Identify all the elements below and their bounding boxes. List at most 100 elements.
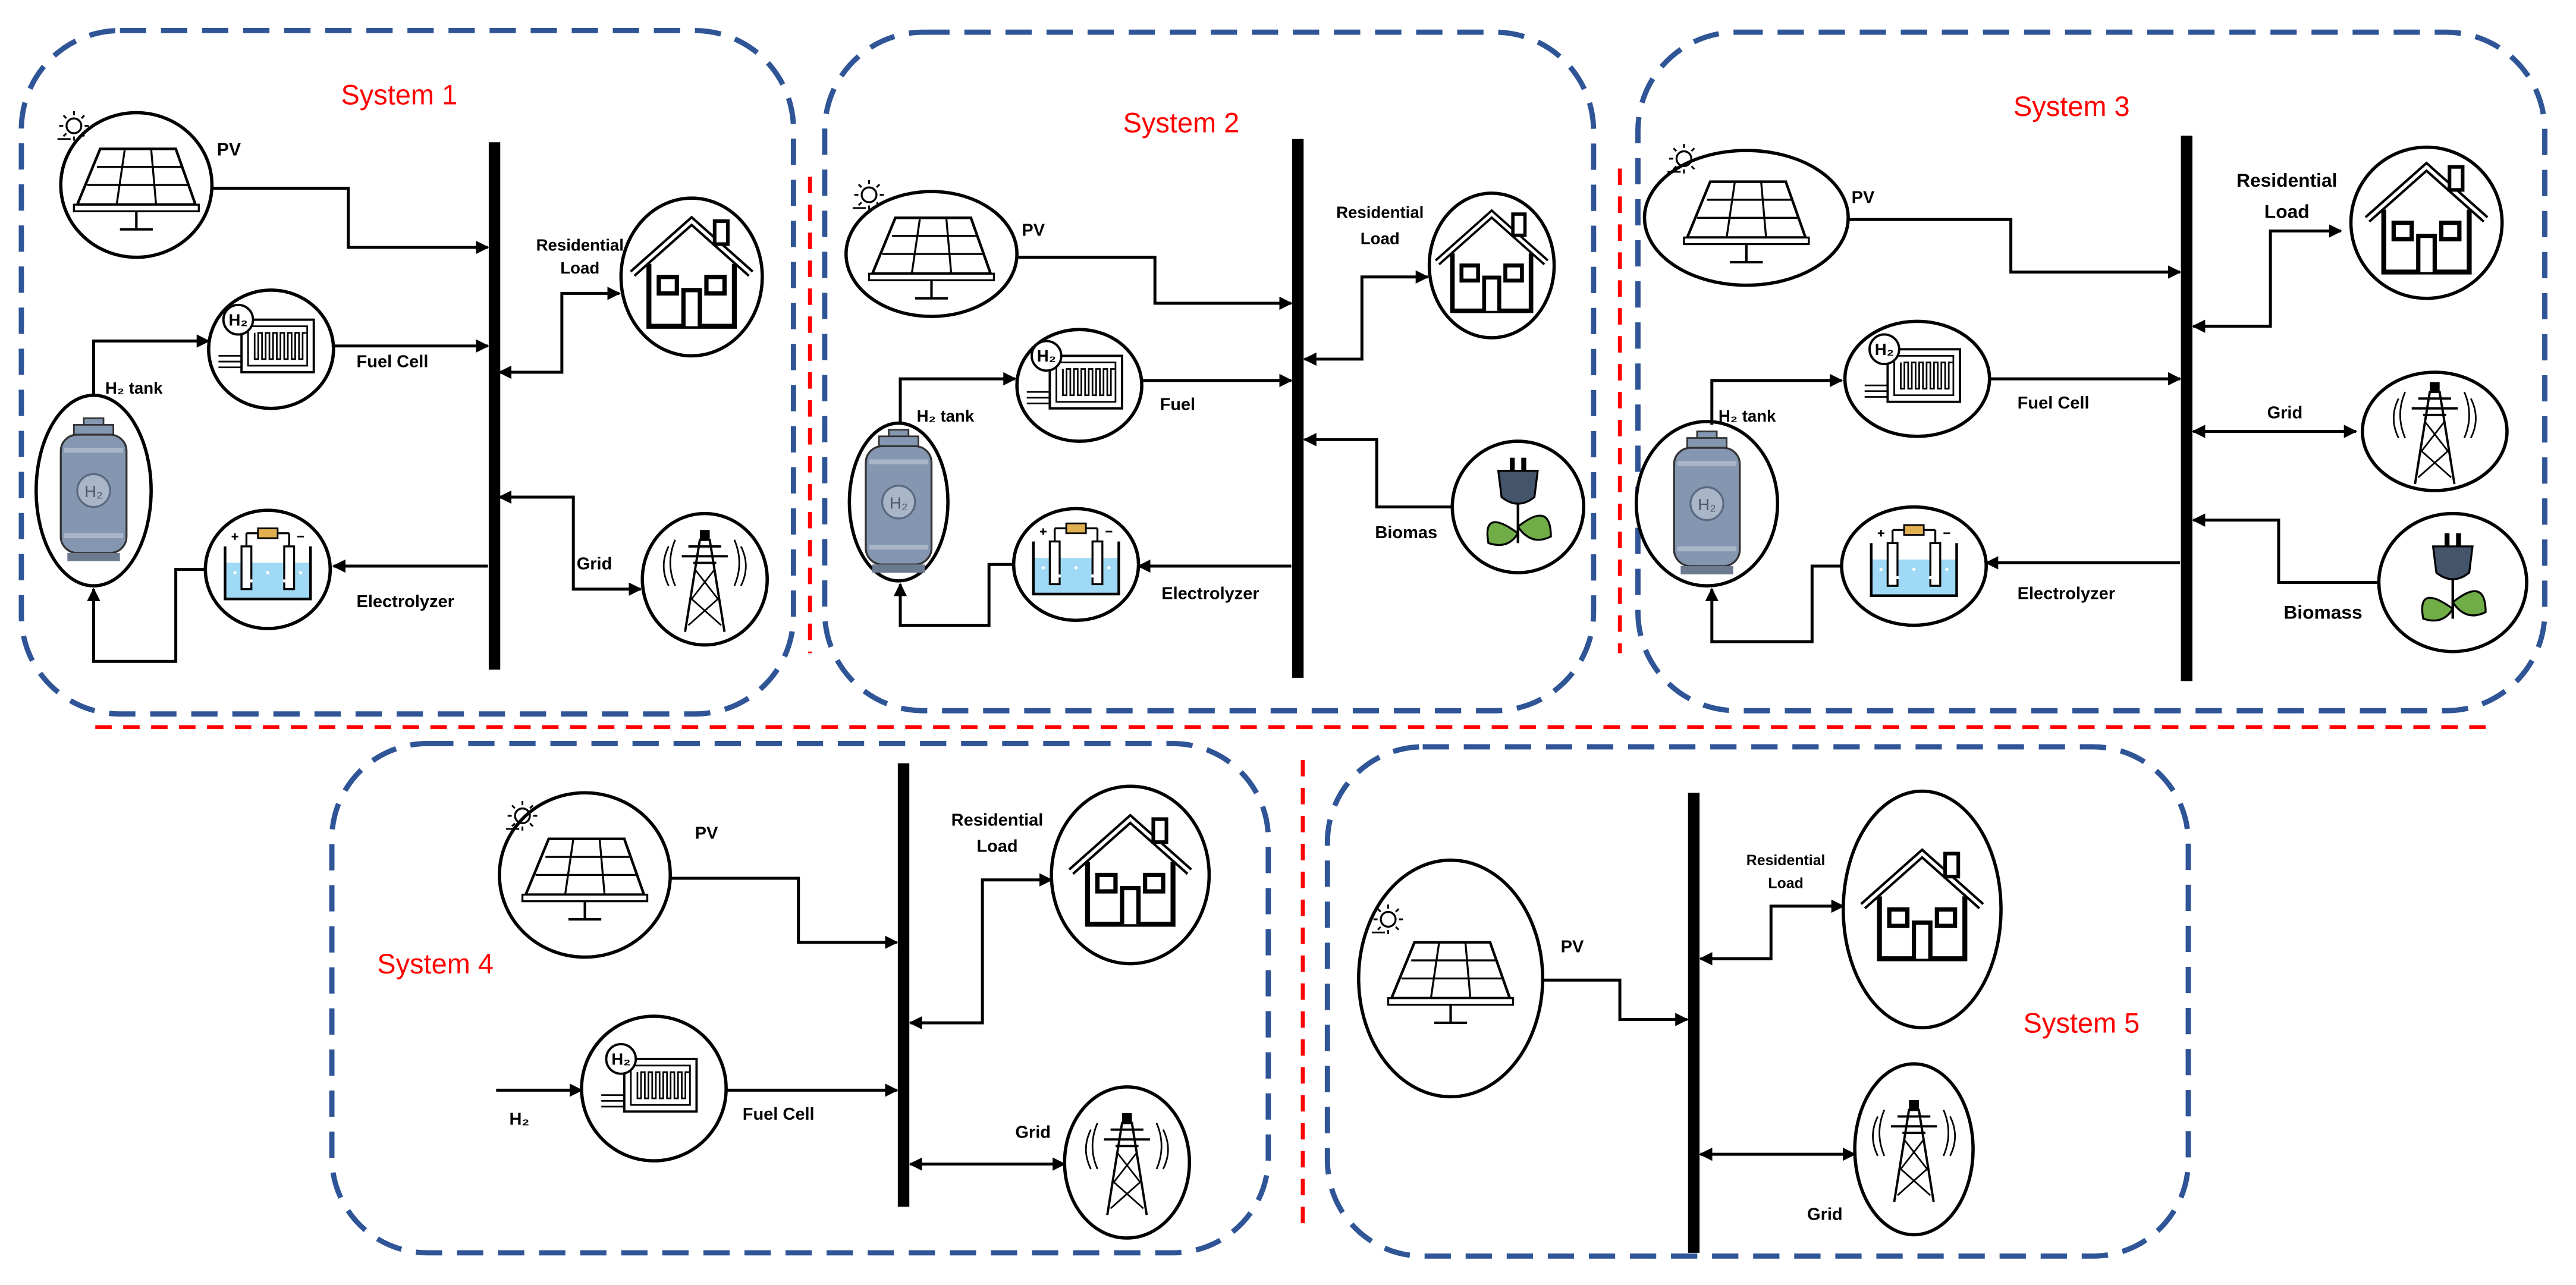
pv-label: PV bbox=[1022, 221, 1045, 240]
system-title: System 5 bbox=[2024, 1007, 2140, 1039]
h2-tank-label: H₂ tank bbox=[1719, 407, 1776, 425]
biomass-plug-icon bbox=[2421, 533, 2487, 622]
electrolyzer-label: Electrolyzer bbox=[2018, 584, 2115, 603]
bus-to-load bbox=[1303, 270, 1430, 366]
transmission-tower-icon bbox=[1872, 1099, 1956, 1202]
h2-symbol: H₂ bbox=[1037, 347, 1056, 365]
solar-panel-icon bbox=[57, 111, 200, 231]
load-node bbox=[619, 196, 764, 358]
fuel-cell-icon: H₂ bbox=[1026, 340, 1123, 410]
load-label-1: Residential bbox=[1336, 203, 1424, 221]
load-label-1: Residential bbox=[1746, 852, 1826, 869]
fuel-cell-icon: H₂ bbox=[1864, 333, 1961, 403]
pv-to-bus bbox=[1543, 978, 1689, 1026]
load-label-2: Load bbox=[1768, 875, 1803, 892]
grid-label: Grid bbox=[2267, 403, 2303, 422]
load-node bbox=[1050, 784, 1211, 966]
system-frame bbox=[822, 29, 1597, 714]
pv-to-bus bbox=[1017, 256, 1293, 310]
bus-to-load bbox=[1699, 899, 1845, 966]
electrolyzer-icon bbox=[224, 527, 312, 601]
system-title: System 4 bbox=[377, 948, 494, 979]
load-node bbox=[1427, 191, 1556, 340]
transmission-tower-icon bbox=[662, 530, 747, 632]
biomass-node bbox=[1450, 439, 1586, 574]
pv-node bbox=[57, 111, 214, 259]
pv-to-bus bbox=[1848, 218, 2182, 279]
electrolyzer-node bbox=[1840, 505, 1988, 627]
transmission-tower-icon bbox=[1085, 1113, 1169, 1215]
pv-label: PV bbox=[695, 824, 718, 843]
pv-label: PV bbox=[1561, 937, 1584, 956]
grid-label: Grid bbox=[1015, 1123, 1051, 1142]
fuel-cell-icon: H₂ bbox=[218, 303, 315, 373]
house-icon bbox=[2364, 161, 2489, 275]
load-node bbox=[2349, 145, 2504, 300]
fuel-cell-node: H₂ bbox=[580, 1014, 728, 1163]
h2-tank-node: H₂ bbox=[847, 421, 950, 583]
h2-symbol: H₂ bbox=[228, 310, 247, 329]
electrolyzer-icon bbox=[1870, 524, 1958, 597]
bus-to-load bbox=[909, 873, 1053, 1030]
biomass-node bbox=[2377, 511, 2528, 654]
pv-node bbox=[844, 180, 1019, 318]
system-title: System 3 bbox=[2013, 90, 2130, 122]
electrolyzer-node bbox=[203, 508, 332, 630]
tank-to-fuel-cell bbox=[92, 334, 211, 395]
system-title: System 1 bbox=[341, 79, 457, 111]
fuel-cell-node: H₂ bbox=[1843, 319, 1991, 438]
electrolyzer-to-tank bbox=[1705, 564, 1842, 643]
biomass-label: Biomas bbox=[1375, 523, 1437, 542]
grid-node bbox=[2361, 370, 2509, 492]
pv-node bbox=[498, 791, 672, 959]
system-title: System 2 bbox=[1123, 107, 1240, 139]
fuel-cell-label: Fuel Cell bbox=[357, 353, 429, 372]
grid-node bbox=[1063, 1085, 1191, 1240]
load-label-1: Residential bbox=[2236, 169, 2337, 191]
grid-label: Grid bbox=[1807, 1205, 1843, 1224]
grid-node bbox=[640, 511, 769, 647]
h2-tank-node: H₂ bbox=[1634, 420, 1780, 587]
bus-to-load bbox=[498, 287, 621, 379]
electrolyzer-node bbox=[1011, 507, 1141, 622]
fuel-cell-label: Fuel bbox=[1160, 395, 1196, 414]
h2-symbol: H₂ bbox=[611, 1050, 630, 1069]
house-icon bbox=[630, 215, 754, 329]
house-icon bbox=[1860, 848, 1984, 962]
electrolyzer-to-tank bbox=[87, 568, 206, 663]
pv-node bbox=[1642, 144, 1850, 287]
grid-label: Grid bbox=[577, 555, 612, 574]
tank-to-fuel-cell bbox=[899, 372, 1017, 423]
transmission-tower-icon bbox=[2393, 382, 2477, 485]
hydrogen-tank-icon: H₂ bbox=[1673, 431, 1741, 574]
pv-label: PV bbox=[217, 139, 241, 159]
pv-to-bus bbox=[212, 187, 489, 255]
system-frame bbox=[329, 740, 1271, 1256]
grid-node bbox=[1853, 1062, 1975, 1237]
hydrogen-tank-icon: H₂ bbox=[59, 417, 128, 561]
fuel-cell-label: Fuel Cell bbox=[2018, 394, 2090, 413]
h2-symbol: H₂ bbox=[84, 482, 103, 501]
load-label-2: Load bbox=[2264, 200, 2310, 222]
bus-to-grid bbox=[498, 490, 642, 596]
load-label-2: Load bbox=[560, 259, 599, 277]
biomass-to-bus bbox=[2192, 513, 2379, 585]
electrolyzer-to-tank bbox=[893, 563, 1014, 627]
h2-symbol: H₂ bbox=[1875, 340, 1894, 359]
load-node bbox=[1842, 789, 2003, 1030]
solar-panel-icon bbox=[1667, 144, 1810, 263]
system-frame bbox=[1324, 744, 2191, 1259]
system-frame bbox=[18, 27, 796, 717]
fuel-cell-node: H₂ bbox=[1015, 328, 1144, 443]
electrolyzer-icon bbox=[1032, 522, 1120, 596]
hydrogen-tank-icon: H₂ bbox=[865, 429, 933, 573]
h2-tank-label: H₂ tank bbox=[105, 379, 163, 397]
fuel-cell-label: Fuel Cell bbox=[743, 1105, 815, 1124]
load-label-1: Residential bbox=[536, 236, 624, 255]
h2-tank-node: H₂ bbox=[34, 393, 153, 587]
